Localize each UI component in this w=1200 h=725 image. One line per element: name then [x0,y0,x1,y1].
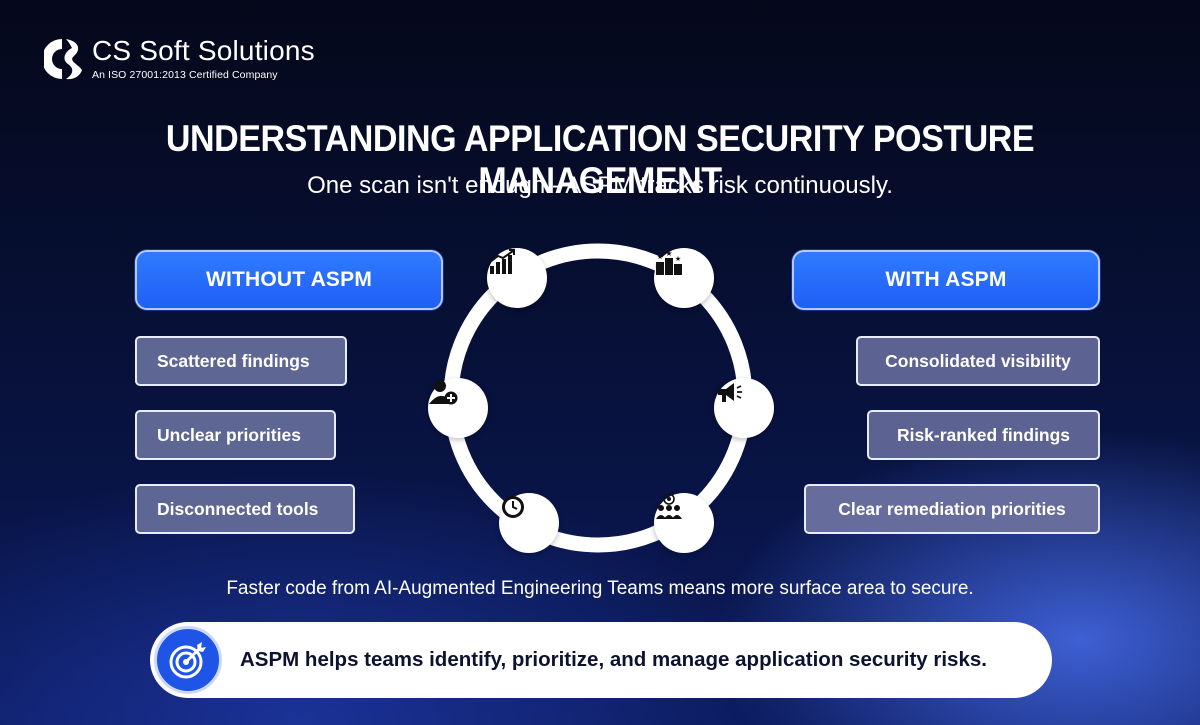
team-target-icon [654,493,714,553]
brand-logo: CS Soft Solutions An ISO 27001:2013 Cert… [44,36,315,82]
without-aspm-heading: WITHOUT ASPM [135,250,443,310]
brand-tagline: An ISO 27001:2013 Certified Company [92,69,278,81]
without-item-3: Disconnected tools [135,484,355,534]
page-title: UNDERSTANDING APPLICATION SECURITY POSTU… [165,118,1035,201]
aspm-cycle-diagram: ★ ★ ★ [420,240,780,560]
page-subtitle: One scan isn't enough - ASPM tracks risk… [307,172,893,199]
without-item-2: Unclear priorities [135,410,336,460]
summary-banner: ASPM helps teams identify, prioritize, a… [150,622,1052,698]
svg-text:★: ★ [665,249,672,258]
growth-chart-icon [487,248,547,308]
with-item-1: Consolidated visibility [856,336,1100,386]
with-item-3: Clear remediation priorities [804,484,1100,534]
clock-icon [499,493,559,553]
add-user-icon [428,378,488,438]
target-arrow-icon [154,626,222,694]
svg-text:★: ★ [675,255,681,263]
podium-stars-icon: ★ ★ ★ [654,248,714,308]
brand-name: CS Soft Solutions [92,35,315,66]
megaphone-icon [714,378,774,438]
without-item-1: Scattered findings [135,336,347,386]
with-aspm-heading: WITH ASPM [792,250,1100,310]
cs-logo-icon [44,39,82,80]
summary-text: ASPM helps teams identify, prioritize, a… [240,648,987,671]
footnote: Faster code from AI-Augmented Engineerin… [226,578,974,599]
svg-text:★: ★ [657,253,663,261]
with-item-2: Risk-ranked findings [867,410,1100,460]
